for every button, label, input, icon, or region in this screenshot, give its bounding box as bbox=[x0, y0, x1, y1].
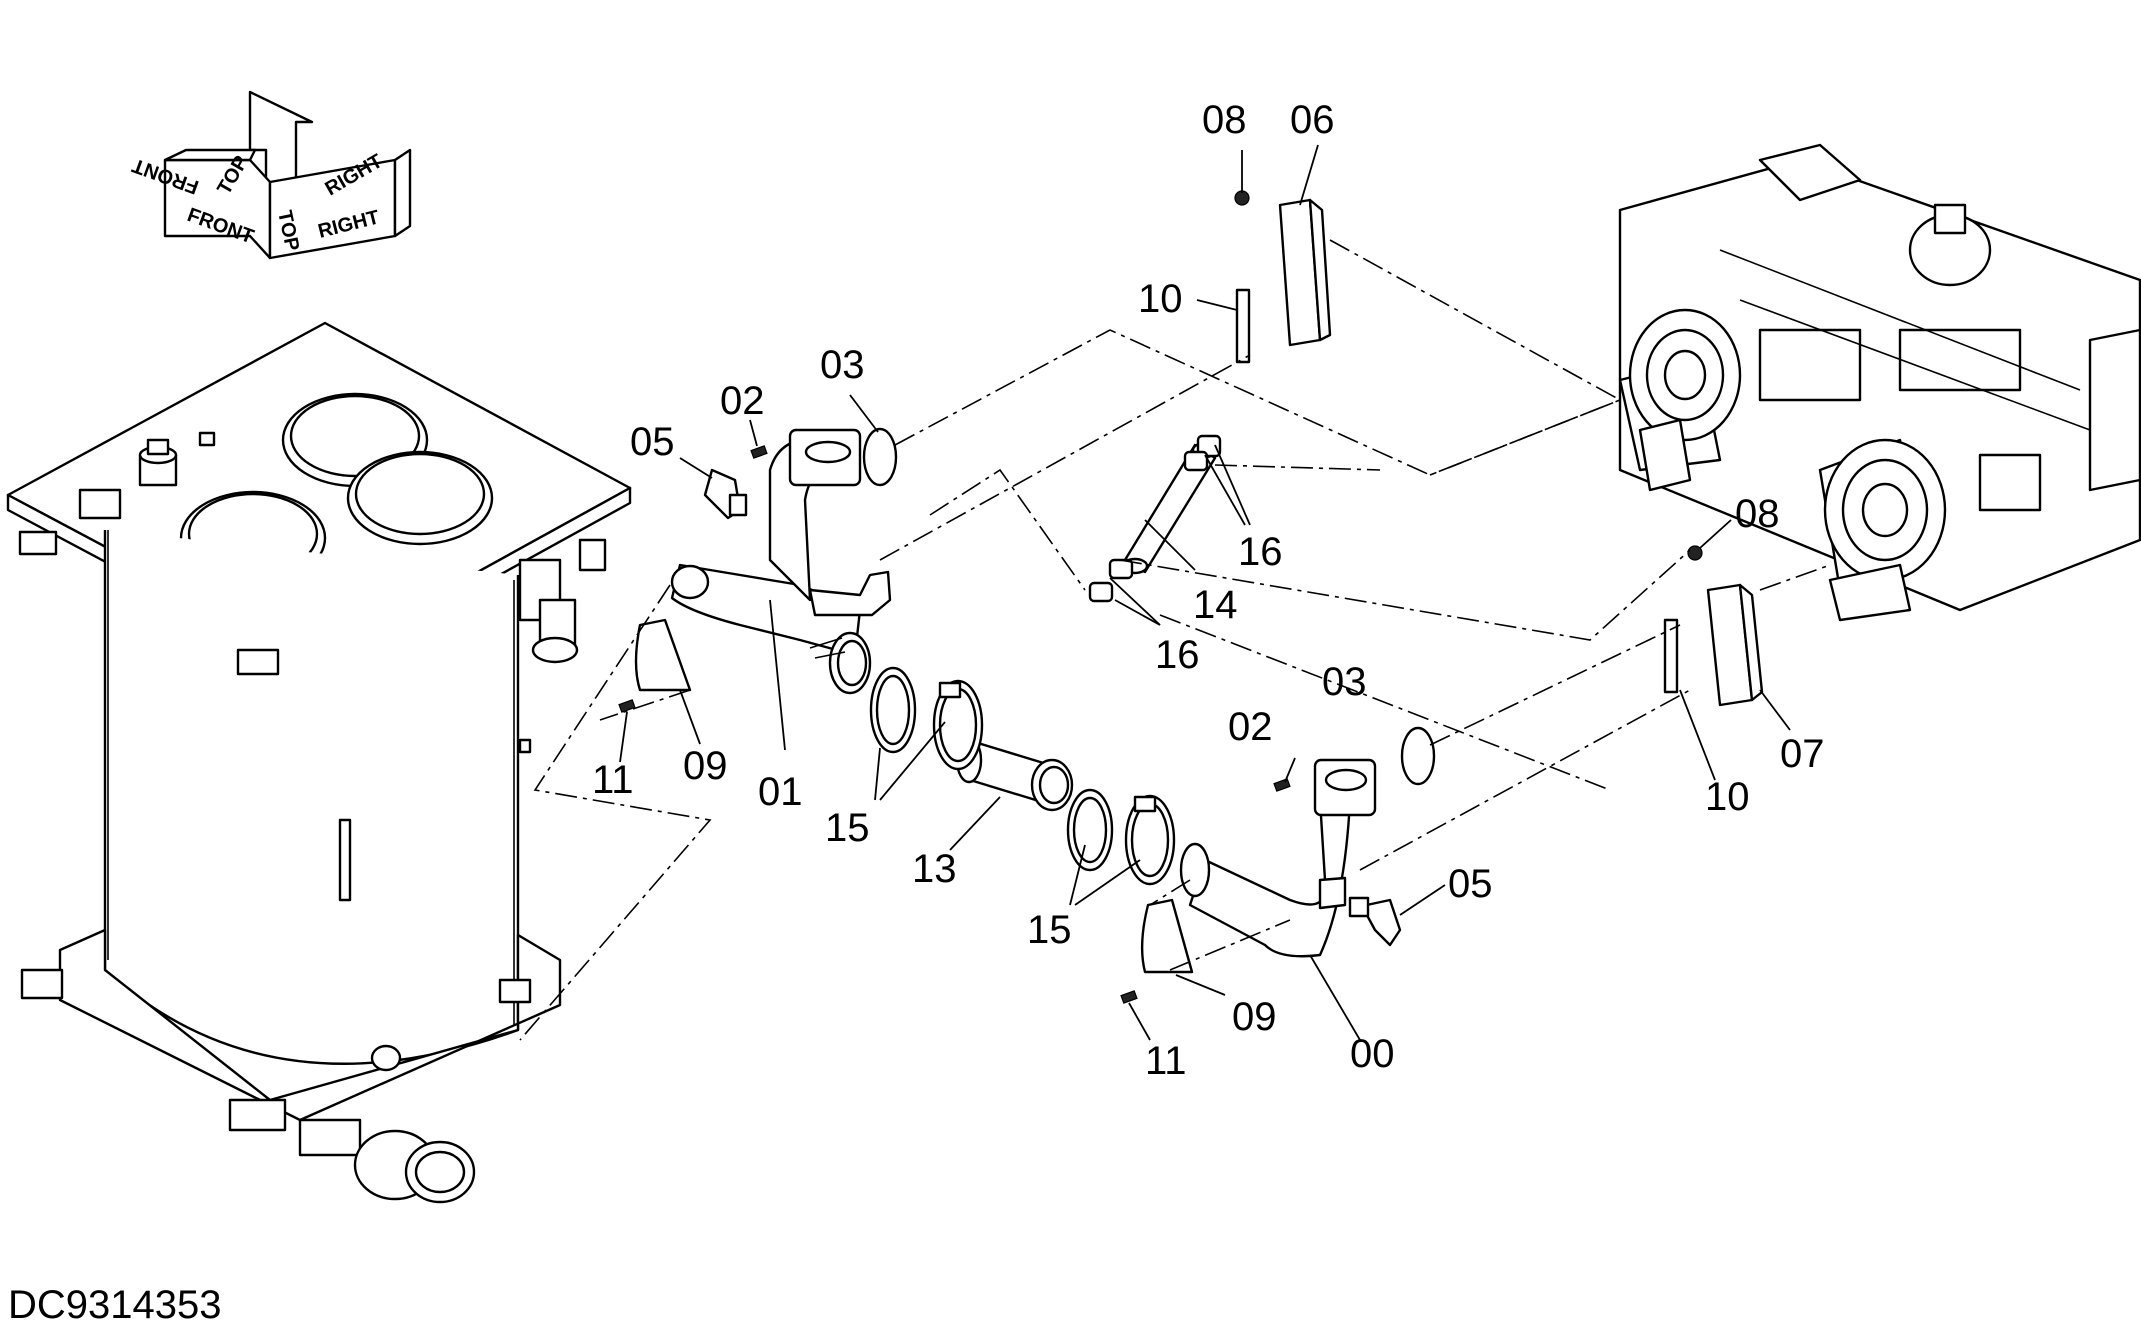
callout-labels: 08 06 10 03 02 05 16 14 16 08 03 07 10 0… bbox=[8, 98, 1825, 1327]
suction-pipe-01 bbox=[670, 428, 892, 695]
leader-lines bbox=[619, 144, 1791, 1041]
callout-16-top: 16 bbox=[1238, 530, 1283, 574]
callout-00: 00 bbox=[1350, 1032, 1395, 1076]
callout-03-top: 03 bbox=[820, 343, 865, 387]
callout-06: 06 bbox=[1290, 98, 1335, 142]
callout-07: 07 bbox=[1780, 732, 1825, 776]
callout-09-left: 09 bbox=[683, 744, 728, 788]
o-rings-03 bbox=[862, 427, 1436, 786]
bolts bbox=[618, 445, 1291, 1004]
callout-11-right: 11 bbox=[1145, 1039, 1187, 1083]
callout-13: 13 bbox=[912, 847, 957, 891]
callout-15-right: 15 bbox=[1027, 908, 1072, 952]
callout-15-left: 15 bbox=[825, 806, 870, 850]
callout-02-top: 02 bbox=[720, 379, 765, 423]
callout-09-right: 09 bbox=[1232, 995, 1277, 1039]
suction-pipe-00 bbox=[1179, 758, 1377, 958]
callout-05-left: 05 bbox=[630, 420, 675, 464]
callout-10-top: 10 bbox=[1138, 277, 1183, 321]
hydraulic-tank bbox=[6, 321, 632, 1204]
callout-01: 01 bbox=[758, 770, 803, 814]
callout-14: 14 bbox=[1193, 583, 1238, 627]
callout-16-bottom: 16 bbox=[1155, 633, 1200, 677]
callout-05-right: 05 bbox=[1448, 862, 1493, 906]
callout-03-bottom: 03 bbox=[1322, 660, 1367, 704]
callout-08-top: 08 bbox=[1202, 98, 1247, 142]
hose-14 bbox=[1088, 434, 1222, 603]
assembly-reference-lines bbox=[519, 239, 1831, 1041]
brackets bbox=[1234, 190, 1764, 707]
hydraulic-pump-assembly bbox=[1618, 143, 2141, 622]
pipe-clamps-09 bbox=[634, 618, 1194, 974]
callout-08-right: 08 bbox=[1735, 492, 1780, 536]
elbow-fittings-05 bbox=[703, 468, 1402, 947]
drawing-number: DC9314353 bbox=[8, 1283, 222, 1327]
callout-02-bottom: 02 bbox=[1228, 705, 1273, 749]
callout-11-left: 11 bbox=[592, 758, 634, 802]
orientation-symbol: TOP TOP FRONT FRONT RIGHT RIGHT bbox=[129, 90, 412, 260]
callout-10-bottom: 10 bbox=[1705, 775, 1750, 819]
